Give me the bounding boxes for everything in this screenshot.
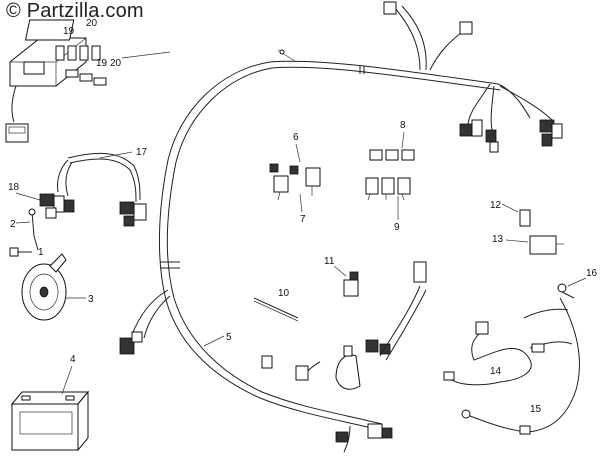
callout-17: 17 xyxy=(136,147,148,158)
horn xyxy=(21,253,67,321)
callout-9: 9 xyxy=(394,222,400,233)
item-16 xyxy=(557,283,575,299)
callout-19-top: 19 xyxy=(63,26,75,37)
item-1-bolt xyxy=(9,247,32,257)
partzilla-watermark: © Partzilla.com xyxy=(6,0,144,22)
callout-4: 4 xyxy=(70,354,76,365)
callout-6: 6 xyxy=(293,132,299,143)
callout-2: 2 xyxy=(10,219,16,230)
item-12-13 xyxy=(519,209,564,255)
callout-1: 1 xyxy=(38,247,44,258)
callout-3: 3 xyxy=(88,294,94,305)
callout-13: 13 xyxy=(492,234,504,245)
fuse-box xyxy=(5,19,87,143)
callout-20-top: 20 xyxy=(86,18,98,29)
cable-tie-10 xyxy=(253,297,299,322)
sub-harness-17 xyxy=(39,151,147,227)
fuse-set-20 xyxy=(65,69,107,86)
callout-18: 18 xyxy=(8,182,20,193)
callout-10: 10 xyxy=(278,288,290,299)
callout-14: 14 xyxy=(490,366,502,377)
callout-12: 12 xyxy=(490,200,502,211)
relay-6-7 xyxy=(269,163,321,201)
item-2-clip xyxy=(28,208,39,251)
callout-8: 8 xyxy=(400,120,406,131)
relay-8-9 xyxy=(365,149,415,201)
callout-20-bottom: 20 xyxy=(110,58,122,69)
callout-16: 16 xyxy=(586,268,598,279)
callout-7: 7 xyxy=(300,214,306,225)
battery xyxy=(10,390,90,452)
main-harness-5 xyxy=(119,1,563,453)
callout-15: 15 xyxy=(530,404,542,415)
callout-5: 5 xyxy=(226,332,232,343)
flasher-11 xyxy=(343,271,359,297)
callout-11: 11 xyxy=(324,256,335,267)
fuse-set-19 xyxy=(55,45,101,61)
lead-wire-14 xyxy=(443,321,532,386)
callout-19-bottom: 19 xyxy=(96,58,108,69)
lead-wire-15 xyxy=(461,297,580,435)
